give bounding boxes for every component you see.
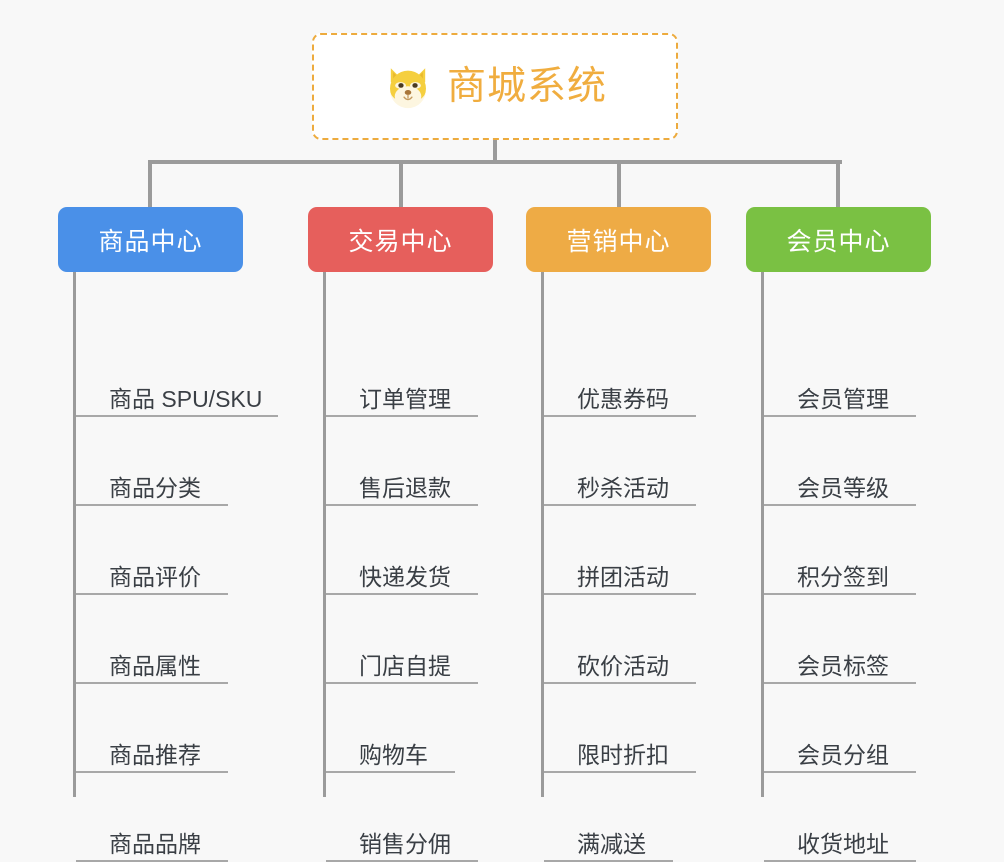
leaf-rule	[544, 682, 696, 684]
leaf-rule	[76, 682, 228, 684]
connector-drop-1	[148, 160, 152, 208]
category-box-1[interactable]: 商品中心	[58, 207, 243, 272]
branch-column-4: 会员中心 会员管理 会员等级 积分签到 会员标签 会员分组 收货地址	[746, 207, 976, 862]
leaf-rule	[764, 593, 916, 595]
leaf-rule	[76, 593, 228, 595]
leaf-label[interactable]: 门店自提	[359, 653, 451, 679]
leaf-rule	[764, 771, 916, 773]
leaf-label[interactable]: 满减送	[577, 831, 646, 857]
leaf-label[interactable]: 快递发货	[359, 564, 451, 590]
branch-column-1: 商品中心 商品 SPU/SKU 商品分类 商品评价 商品属性 商品推荐 商品品牌	[58, 207, 288, 862]
leaf-rule	[544, 771, 696, 773]
leaf-label[interactable]: 订单管理	[359, 386, 451, 412]
mindmap-canvas: 商城系统 商品中心 商品 SPU/SKU 商品分类 商品评价 商品属性 商品推荐…	[58, 33, 976, 862]
category-box-2[interactable]: 交易中心	[308, 207, 493, 272]
leaf-rule	[764, 415, 916, 417]
leaf-label[interactable]: 购物车	[359, 742, 428, 768]
leaf-rule	[326, 593, 478, 595]
leaf-list-4: 会员管理 会员等级 积分签到 会员标签 会员分组 收货地址	[761, 272, 976, 862]
leaf-label[interactable]: 售后退款	[359, 475, 451, 501]
leaf-rule	[764, 504, 916, 506]
leaf-label[interactable]: 商品分类	[109, 475, 201, 501]
root-title: 商城系统	[446, 65, 607, 108]
leaf-list-2: 订单管理 售后退款 快递发货 门店自提 购物车 销售分佣	[323, 272, 538, 862]
leaf-rule	[764, 682, 916, 684]
leaf-label[interactable]: 商品属性	[109, 653, 201, 679]
leaf-label[interactable]: 商品评价	[109, 564, 201, 590]
leaf-label[interactable]: 销售分佣	[359, 831, 451, 857]
leaf-rule	[326, 504, 478, 506]
leaf-label[interactable]: 收货地址	[797, 831, 889, 857]
leaf-label[interactable]: 会员等级	[797, 475, 889, 501]
leaf-label[interactable]: 会员管理	[797, 386, 889, 412]
leaf-label[interactable]: 砍价活动	[577, 653, 669, 679]
category-box-4[interactable]: 会员中心	[746, 207, 931, 272]
leaf-label[interactable]: 会员标签	[797, 653, 889, 679]
branch-column-3: 营销中心 优惠券码 秒杀活动 拼团活动 砍价活动 限时折扣 满减送	[526, 207, 756, 862]
category-box-3[interactable]: 营销中心	[526, 207, 711, 272]
connector-drop-4	[836, 160, 840, 208]
leaf-label[interactable]: 优惠券码	[577, 386, 669, 412]
connector-drop-2	[399, 160, 403, 208]
leaf-label[interactable]: 拼团活动	[577, 564, 669, 590]
leaf-label[interactable]: 限时折扣	[577, 742, 669, 768]
connector-root-stem	[493, 140, 497, 162]
leaf-rule	[76, 771, 228, 773]
leaf-rule	[544, 415, 696, 417]
leaf-rule	[326, 682, 478, 684]
leaf-rule	[326, 415, 478, 417]
leaf-rule	[544, 504, 696, 506]
leaf-list-3: 优惠券码 秒杀活动 拼团活动 砍价活动 限时折扣 满减送	[541, 272, 756, 862]
leaf-label[interactable]: 商品 SPU/SKU	[109, 386, 263, 412]
root-node[interactable]: 商城系统	[312, 33, 678, 140]
connector-bus	[150, 160, 842, 164]
shiba-dog-face-icon	[390, 67, 426, 108]
leaf-label[interactable]: 会员分组	[797, 742, 889, 768]
leaf-label[interactable]: 秒杀活动	[577, 475, 669, 501]
leaf-list-1: 商品 SPU/SKU 商品分类 商品评价 商品属性 商品推荐 商品品牌	[73, 272, 288, 862]
leaf-rule	[76, 415, 278, 417]
leaf-label[interactable]: 商品推荐	[109, 742, 201, 768]
connector-drop-3	[617, 160, 621, 208]
leaf-rule	[326, 771, 455, 773]
leaf-rule	[76, 504, 228, 506]
branch-column-2: 交易中心 订单管理 售后退款 快递发货 门店自提 购物车 销售分佣	[308, 207, 538, 862]
leaf-rule	[544, 593, 696, 595]
leaf-label[interactable]: 商品品牌	[109, 831, 201, 857]
leaf-label[interactable]: 积分签到	[797, 564, 889, 590]
